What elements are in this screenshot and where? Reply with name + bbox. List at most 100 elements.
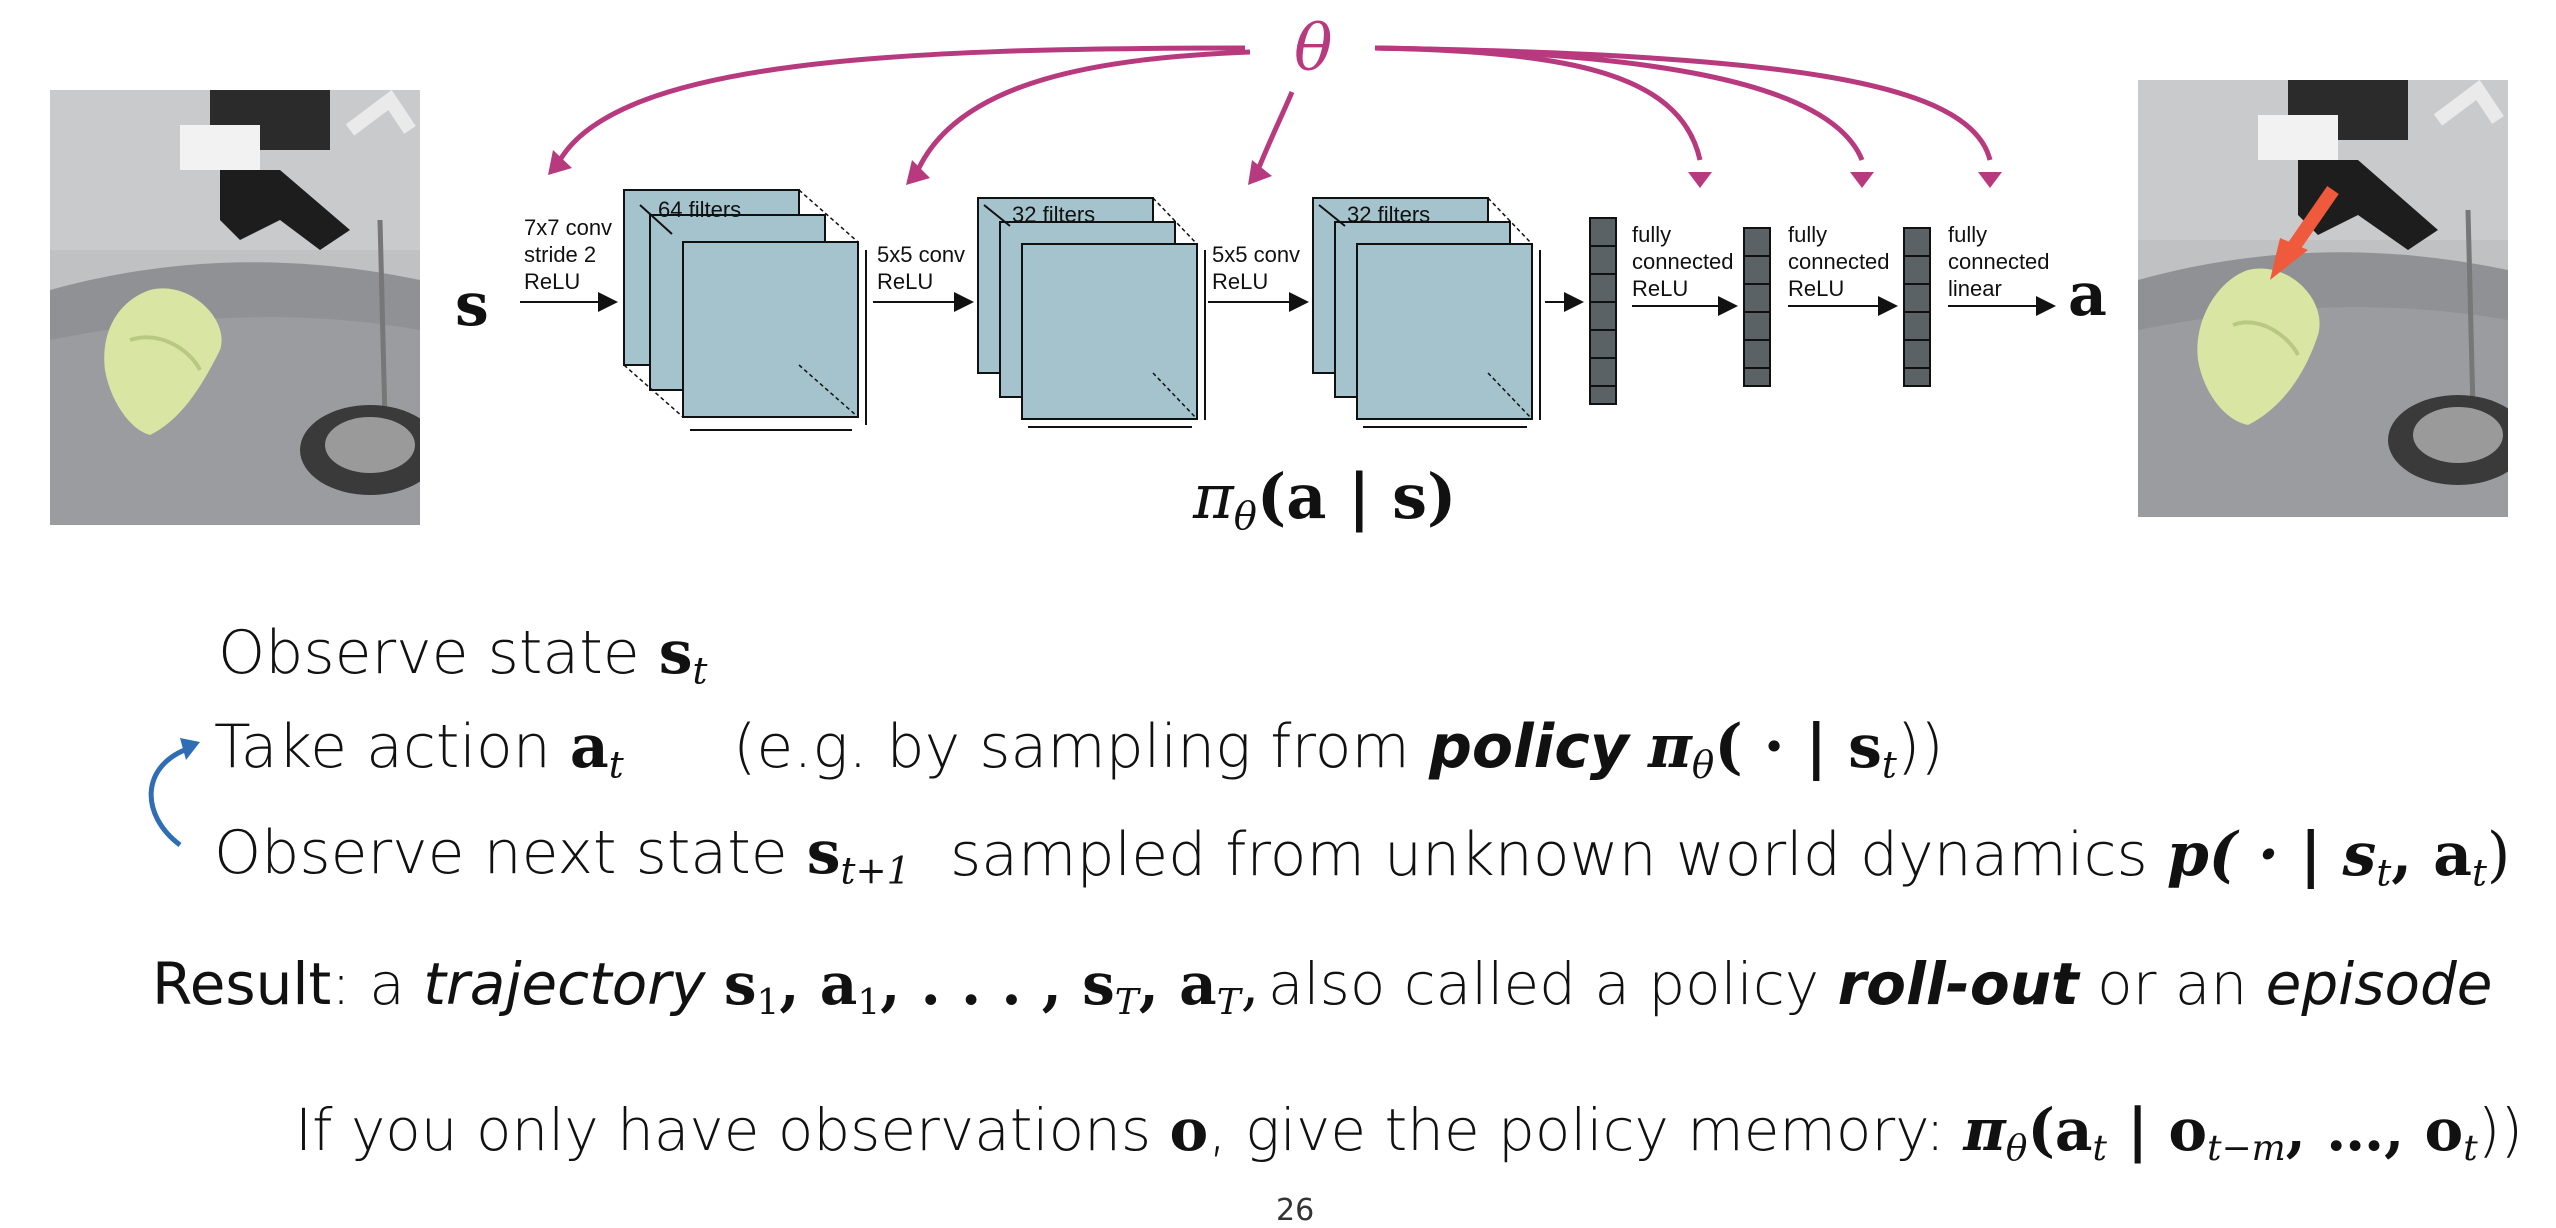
take-note-args: ( · | s xyxy=(1714,712,1882,782)
fc1-label2: connected xyxy=(1632,249,1734,274)
fc2-label2: connected xyxy=(1788,249,1890,274)
observe-line: Observe state st xyxy=(218,618,707,692)
result-note: also called a policy roll-out or an epis… xyxy=(1268,950,2493,1018)
policy-pi: π xyxy=(1193,460,1234,533)
result-m3: , . . . , s xyxy=(880,950,1115,1018)
svg-text:fully connected Re: fully connected ReLU xyxy=(1788,222,1896,301)
take-note-sub: t xyxy=(1881,742,1897,787)
memory-o: o xyxy=(1169,1096,1209,1164)
result-m5: , xyxy=(1240,950,1260,1018)
next-sub: t+1 xyxy=(840,848,911,893)
layer2-label2: ReLU xyxy=(877,269,933,294)
memory-pi: π xyxy=(1963,1096,2006,1164)
result-trajectory: trajectory xyxy=(423,950,706,1018)
observe-sub: t xyxy=(692,648,708,693)
layer1-label1: 7x7 conv xyxy=(524,215,612,240)
next-math-p: p( · | s xyxy=(2166,820,2377,890)
fc1-label1: fully xyxy=(1632,222,1671,247)
next-state-note: sampled from unknown world dynamics p( ·… xyxy=(950,820,2510,894)
svg-text:5x5 conv ReLU: 5x5 conv ReLU xyxy=(1212,242,1306,294)
take-note-close: )) xyxy=(1896,712,1944,782)
result-rest: : a xyxy=(331,950,405,1018)
layer1-label3: ReLU xyxy=(524,269,580,294)
memory-dots: , …, o xyxy=(2285,1096,2464,1164)
next-math-sub1: t xyxy=(2376,850,2392,895)
memory-sub-tm: t−m xyxy=(2207,1128,2286,1170)
memory-theta: θ xyxy=(2005,1128,2028,1170)
robot-photo-before xyxy=(50,90,420,525)
layer3-filters: 32 filters xyxy=(1347,202,1430,227)
next-math-sub2: t xyxy=(2471,850,2487,895)
fc3-label2: connected xyxy=(1948,249,2050,274)
next-sym: s xyxy=(806,818,841,888)
take-action-note: (e.g. by sampling from policy πθ( · | st… xyxy=(733,712,1944,786)
fc3-label1: fully xyxy=(1948,222,1987,247)
filter-stack-2 xyxy=(977,197,1206,428)
layer2-label1: 5x5 conv xyxy=(877,242,965,267)
take-sub: t xyxy=(608,742,624,787)
fc-layer-2 xyxy=(1743,227,1771,387)
policy-label: πθ(a | s) xyxy=(1193,460,1456,539)
result-also: also called a policy xyxy=(1268,950,1820,1018)
fc3-label3: linear xyxy=(1948,276,2002,301)
svg-text:fully connected li: fully connected linear xyxy=(1948,222,2056,301)
layer1-filters: 64 filters xyxy=(658,197,741,222)
action-arrow xyxy=(2282,186,2339,259)
result-s1: 1 xyxy=(756,982,780,1024)
memory-sub-t: t xyxy=(2092,1128,2107,1170)
fc-layer-1 xyxy=(1589,217,1617,405)
result-label: Result xyxy=(152,950,332,1018)
result-m2: , a xyxy=(779,950,858,1018)
result-sT: T xyxy=(1114,982,1139,1024)
robot-photo-after xyxy=(2138,80,2508,517)
memory-args-open: (a xyxy=(2027,1096,2093,1164)
policy-args: (a | s) xyxy=(1256,460,1457,533)
theta-arrows xyxy=(557,45,1993,172)
page-number: 26 xyxy=(1276,1193,1315,1228)
memory-sub-t2: t xyxy=(2463,1128,2478,1170)
svg-text:5x5 conv ReLU: 5x5 conv ReLU xyxy=(877,242,971,294)
result-a1: 1 xyxy=(857,982,881,1024)
next-math-mid: , a xyxy=(2391,820,2472,890)
theta-symbol: θ xyxy=(1294,12,1333,86)
layer3-label2: ReLU xyxy=(1212,269,1268,294)
take-sym: a xyxy=(569,712,609,782)
filter-stack-3 xyxy=(1312,197,1541,428)
take-note-pi: π xyxy=(1648,712,1692,782)
fc2-label1: fully xyxy=(1788,222,1827,247)
memory-close: )) xyxy=(2477,1096,2523,1164)
observe-text: Observe state xyxy=(218,618,640,688)
policy-theta: θ xyxy=(1233,493,1257,539)
layer3-label1: 5x5 conv xyxy=(1212,242,1300,267)
take-action-line: Take action at xyxy=(214,712,624,786)
input-symbol: s xyxy=(455,270,489,340)
memory-mid: , give the policy memory: xyxy=(1208,1096,1945,1164)
next-note: sampled from unknown world dynamics xyxy=(950,820,2148,890)
loop-arrow xyxy=(148,738,200,847)
take-note-theta: θ xyxy=(1691,742,1715,787)
svg-text:7x7 conv stride 2: 7x7 conv stride 2 ReLU xyxy=(524,215,618,294)
result-aT: T xyxy=(1216,982,1241,1024)
memory-bar: | o xyxy=(2106,1096,2208,1164)
layer1-label2: stride 2 xyxy=(524,242,596,267)
take-note-policy: policy xyxy=(1428,712,1629,782)
take-text: Take action xyxy=(214,712,551,782)
fc1-label3: ReLU xyxy=(1632,276,1688,301)
network-diagram: s 7x7 conv stride 2 ReLU 64 filters 5x5 … xyxy=(455,45,2107,431)
next-math-close: ) xyxy=(2486,820,2511,890)
result-episode: episode xyxy=(2265,950,2493,1018)
observe-sym: s xyxy=(658,618,693,688)
memory-line: If you only have observations o, give th… xyxy=(295,1096,2523,1169)
layer2-filters: 32 filters xyxy=(1012,202,1095,227)
result-math-s: s xyxy=(723,950,757,1018)
fc-layer-3 xyxy=(1903,227,1931,387)
result-rollout: roll-out xyxy=(1837,950,2079,1018)
take-note-pre: (e.g. by sampling from xyxy=(733,712,1410,782)
memory-pre: If you only have observations xyxy=(295,1096,1152,1164)
result-line: Result: a trajectory s1, a1, . . . , sT,… xyxy=(152,950,1259,1023)
next-text: Observe next state xyxy=(214,818,788,888)
filter-stack-1 xyxy=(623,189,867,431)
output-symbol: a xyxy=(2068,260,2107,330)
fc2-label3: ReLU xyxy=(1788,276,1844,301)
